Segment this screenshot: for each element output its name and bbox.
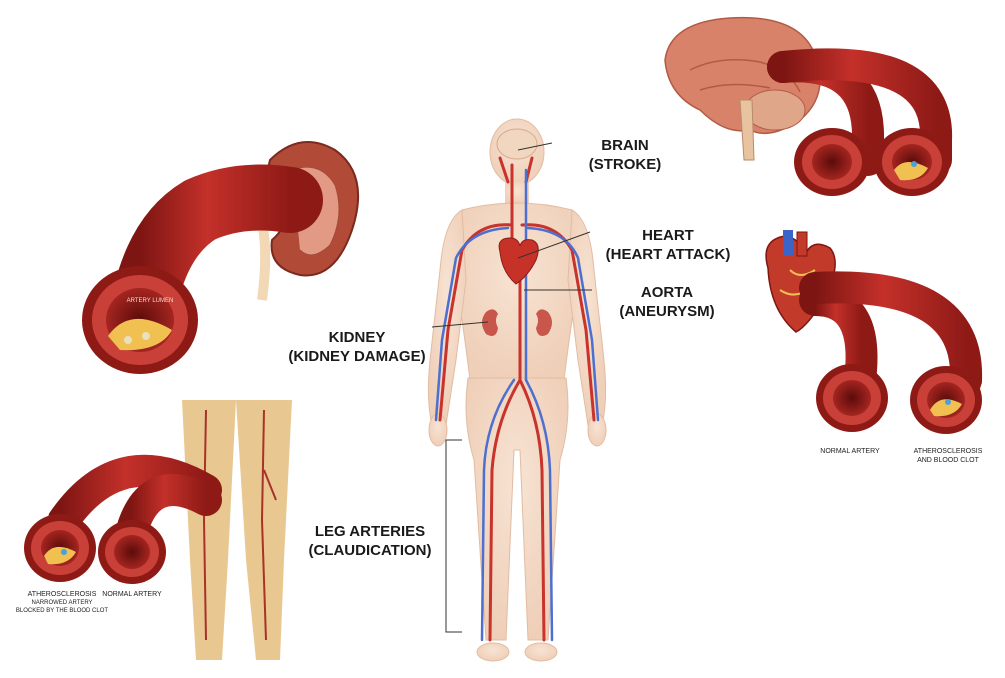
label-kidney: KIDNEY (KIDNEY DAMAGE) [282,328,432,366]
caption-leg-blocked-line2: NARROWED ARTERY [14,599,110,607]
label-aorta: AORTA (ANEURYSM) [612,283,722,321]
legs-illustration [182,400,292,660]
caption-heart-blocked-line2: AND BLOOD CLOT [906,456,990,465]
caption-heart-blocked-artery: ATHEROSCLEROSIS AND BLOOD CLOT [906,447,990,465]
label-brain: BRAIN (STROKE) [580,136,670,174]
brain-illustration [665,18,820,160]
label-heart-condition: (HEART ATTACK) [598,245,738,264]
caption-leg-normal-text: NORMAL ARTERY [94,590,170,599]
label-brain-condition: (STROKE) [580,155,670,174]
label-heart-title: HEART [598,226,738,245]
caption-leg-normal-artery: NORMAL ARTERY [94,590,170,599]
label-heart: HEART (HEART ATTACK) [598,226,738,264]
label-brain-title: BRAIN [580,136,670,155]
human-body-figure [428,119,606,661]
label-kidney-condition: (KIDNEY DAMAGE) [282,347,432,366]
caption-heart-normal-text: NORMAL ARTERY [808,447,892,456]
caption-leg-blocked-line3: BLOCKED BY THE BLOOD CLOT [14,607,110,615]
label-legs-condition: (CLAUDICATION) [300,541,440,560]
label-aorta-title: AORTA [612,283,722,302]
heart-normal-artery [815,300,888,432]
label-aorta-condition: (ANEURYSM) [612,302,722,321]
label-legs: LEG ARTERIES (CLAUDICATION) [300,522,440,560]
body-brain [497,129,537,159]
label-legs-title: LEG ARTERIES [300,522,440,541]
label-kidney-title: KIDNEY [282,328,432,347]
caption-heart-normal-artery: NORMAL ARTERY [808,447,892,456]
kidney-lumen-caption: ARTERY LUMEN [127,298,174,304]
caption-heart-blocked-line1: ATHEROSCLEROSIS [906,447,990,456]
